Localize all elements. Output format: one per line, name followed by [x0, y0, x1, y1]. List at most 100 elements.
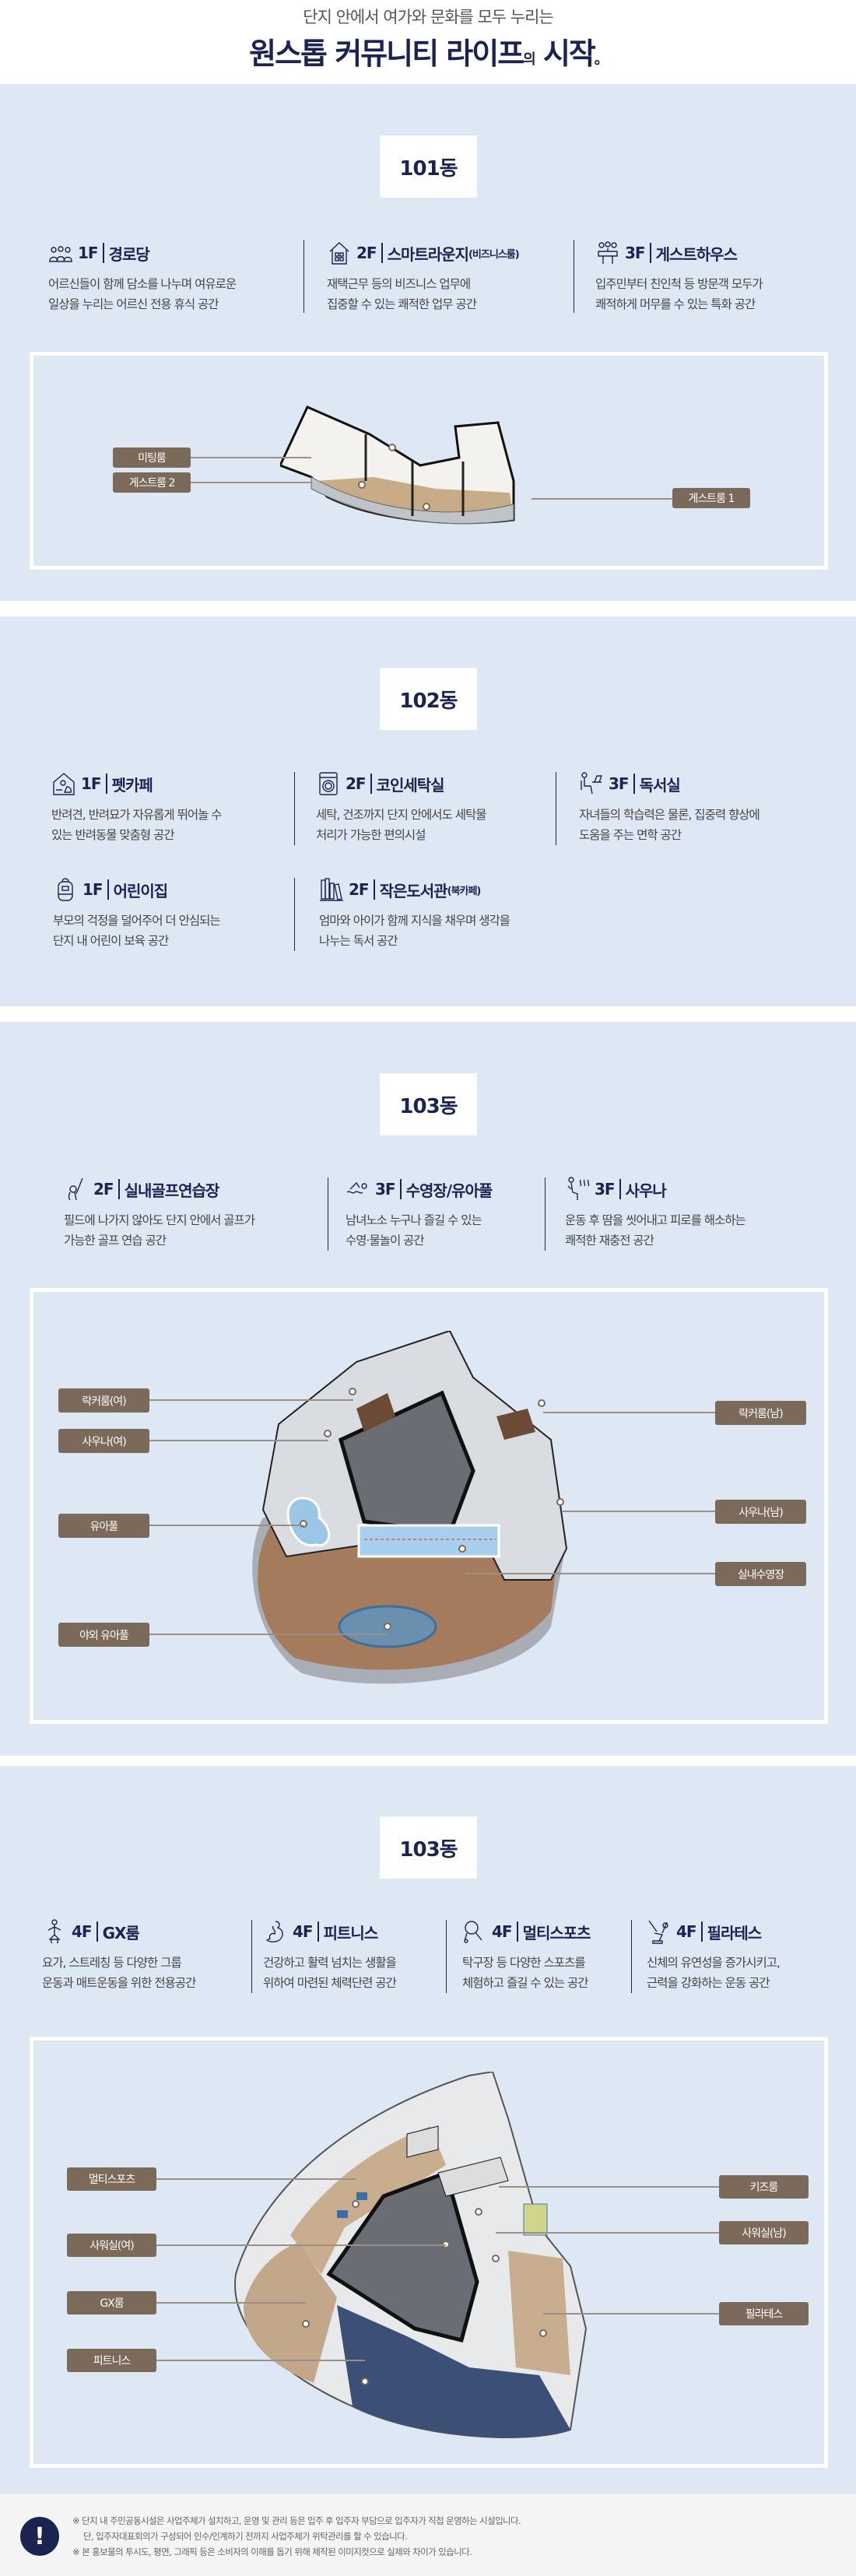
desc-line: 운동과 매트운동을 위한 전용공간 [42, 1976, 196, 1990]
floorplan-image [280, 405, 515, 525]
room-label: 사우나(남) [715, 1500, 806, 1524]
desc-line: 입주민부터 친인척 등 방문객 모두가 [595, 277, 763, 291]
room-label: GX룸 [67, 2291, 156, 2315]
title-dot: 。 [594, 51, 609, 68]
facility-name: 사우나 [625, 1181, 667, 1200]
floor: 2F [346, 774, 367, 793]
leader-line [563, 1511, 715, 1512]
disclaimer-footer: ! ※ 단지 내 주민공동시설은 사업주체가 설치하고, 운영 및 관리 등은 … [0, 2494, 856, 2576]
leader-line [156, 2244, 446, 2246]
desc-line: 세탁, 건조까지 단지 안에서도 세탁물 [316, 808, 487, 822]
desc-line: 있는 반려동물 맞춤형 공간 [51, 828, 175, 842]
washing-machine-icon [319, 772, 338, 795]
divider [545, 1177, 546, 1251]
facility-name: 필라테스 [707, 1923, 763, 1943]
floor: 4F [492, 1922, 513, 1941]
desc-line: 반려견, 반려묘가 자유롭게 뛰어놀 수 [51, 808, 223, 822]
desc-line: 근력을 강화하는 운동 공간 [647, 1976, 770, 1990]
building-badge: 102동 [380, 668, 477, 730]
backpack-icon [58, 878, 73, 901]
floorplan-frame: 락커룸(여) 사우나(여) 유아풀 야외 유아풀 락커룸(남) 사우나(남) 실… [30, 1288, 828, 1724]
desc-line: 일상을 누리는 어르신 전용 휴식 공간 [48, 297, 219, 311]
facility-name: GX룸 [102, 1923, 140, 1943]
room-label: 사우나(여) [58, 1429, 149, 1453]
divider [251, 1920, 252, 1993]
desc-line: 건강하고 활력 넘치는 생활을 [263, 1956, 397, 1970]
ping-pong-icon [464, 1921, 482, 1943]
facility-name: 독서실 [639, 775, 681, 795]
floor: 3F [609, 774, 630, 793]
desc-line: 위하여 마련된 체력단련 공간 [263, 1976, 397, 1990]
desc-line: 가능한 골프 연습 공간 [64, 1234, 167, 1248]
leader-line [149, 1525, 303, 1526]
facility-name: 스마트라운지 [387, 244, 469, 264]
facility-name: 어린이집 [113, 881, 169, 900]
disclaimer-line: ※ 본 홍보물의 투시도, 평면, 그래픽 등은 소비자의 이해를 돕기 위해 … [72, 2546, 472, 2557]
building-badge: 103동 [380, 1073, 477, 1135]
desc-line: 부모의 걱정을 덜어주어 더 안심되는 [53, 914, 221, 928]
facility-name: 실내골프연습장 [124, 1181, 220, 1200]
disclaimer-line: ※ 단지 내 주민공동시설은 사업주체가 설치하고, 운영 및 관리 등은 입주… [72, 2515, 521, 2526]
floorplan-frame: 멀티스포츠 사워실(여) GX룸 피트니스 키즈룸 사워실(남) 필라테스 [30, 2037, 828, 2468]
exclamation-icon: ! [20, 2517, 59, 2556]
floor: 4F [72, 1922, 93, 1941]
swimmer-icon [346, 1181, 367, 1194]
title-end: 시작 [542, 37, 596, 71]
page-header: 단지 안에서 여가와 문화를 모두 누리는 원스톱 커뮤니티 라이프의 시작。 [0, 0, 856, 84]
leader-line [496, 2232, 719, 2234]
floor: 2F [93, 1180, 114, 1199]
divider [294, 878, 295, 951]
muscle-icon [265, 1921, 283, 1943]
leader-line [465, 1573, 715, 1574]
yoga-icon [47, 1919, 61, 1943]
facility-name: 작은도서관 [379, 881, 448, 900]
page-subtitle: 단지 안에서 여가와 문화를 모두 누리는 [303, 8, 554, 26]
divider [294, 772, 295, 845]
pet-house-icon [53, 773, 75, 795]
desc-line: 단지 내 어린이 보육 공간 [53, 934, 169, 948]
floor: 3F [595, 1180, 616, 1199]
room-label: 사워실(남) [719, 2221, 809, 2244]
facility-subname: (비즈니스룸) [468, 248, 520, 261]
desc-line: 자녀들의 학습력은 물론, 집중력 향상에 [579, 808, 760, 822]
floorplan-image [252, 1331, 568, 1684]
building-badge: 103동 [380, 1816, 477, 1879]
building-badge: 101동 [380, 135, 477, 198]
leader-line [149, 1440, 328, 1441]
leader-line [156, 2178, 356, 2180]
divider [446, 1920, 447, 1993]
room-label: 락커룸(여) [58, 1388, 149, 1413]
books-icon [320, 878, 343, 901]
floor: 2F [349, 880, 370, 899]
room-label: 미팅룸 [113, 447, 191, 468]
leader-line [149, 1634, 388, 1635]
room-label: 락커룸(남) [715, 1401, 806, 1425]
desc-line: 신체의 유연성을 증가시키고, [647, 1956, 781, 1970]
room-label: 실내수영장 [715, 1562, 806, 1586]
golf-icon [68, 1177, 83, 1201]
desc-line: 필드에 나가지 않아도 단지 안에서 골프가 [64, 1213, 255, 1227]
room-label: 게스트룸 2 [113, 472, 191, 493]
desc-line: 체험하고 즐길 수 있는 공간 [462, 1976, 589, 1990]
title-particle: 의 [523, 51, 536, 68]
leader-line [543, 2313, 719, 2315]
desc-line: 요가, 스트레칭 등 다양한 그룹 [42, 1956, 182, 1970]
room-label: 게스트룸 1 [672, 488, 750, 508]
facility-name: 코인세탁실 [376, 775, 445, 795]
building-icon [329, 242, 349, 265]
desc-line: 남녀노소 누구나 즐길 수 있는 [346, 1213, 482, 1227]
room-label: 야외 유아풀 [58, 1623, 149, 1647]
floor: 2F [356, 244, 377, 262]
title-main: 원스톱 커뮤니티 라이프 [249, 37, 524, 71]
floorplan-frame: 미팅룸 게스트룸 2 게스트룸 1 [30, 352, 828, 570]
leader-line [156, 2360, 365, 2361]
